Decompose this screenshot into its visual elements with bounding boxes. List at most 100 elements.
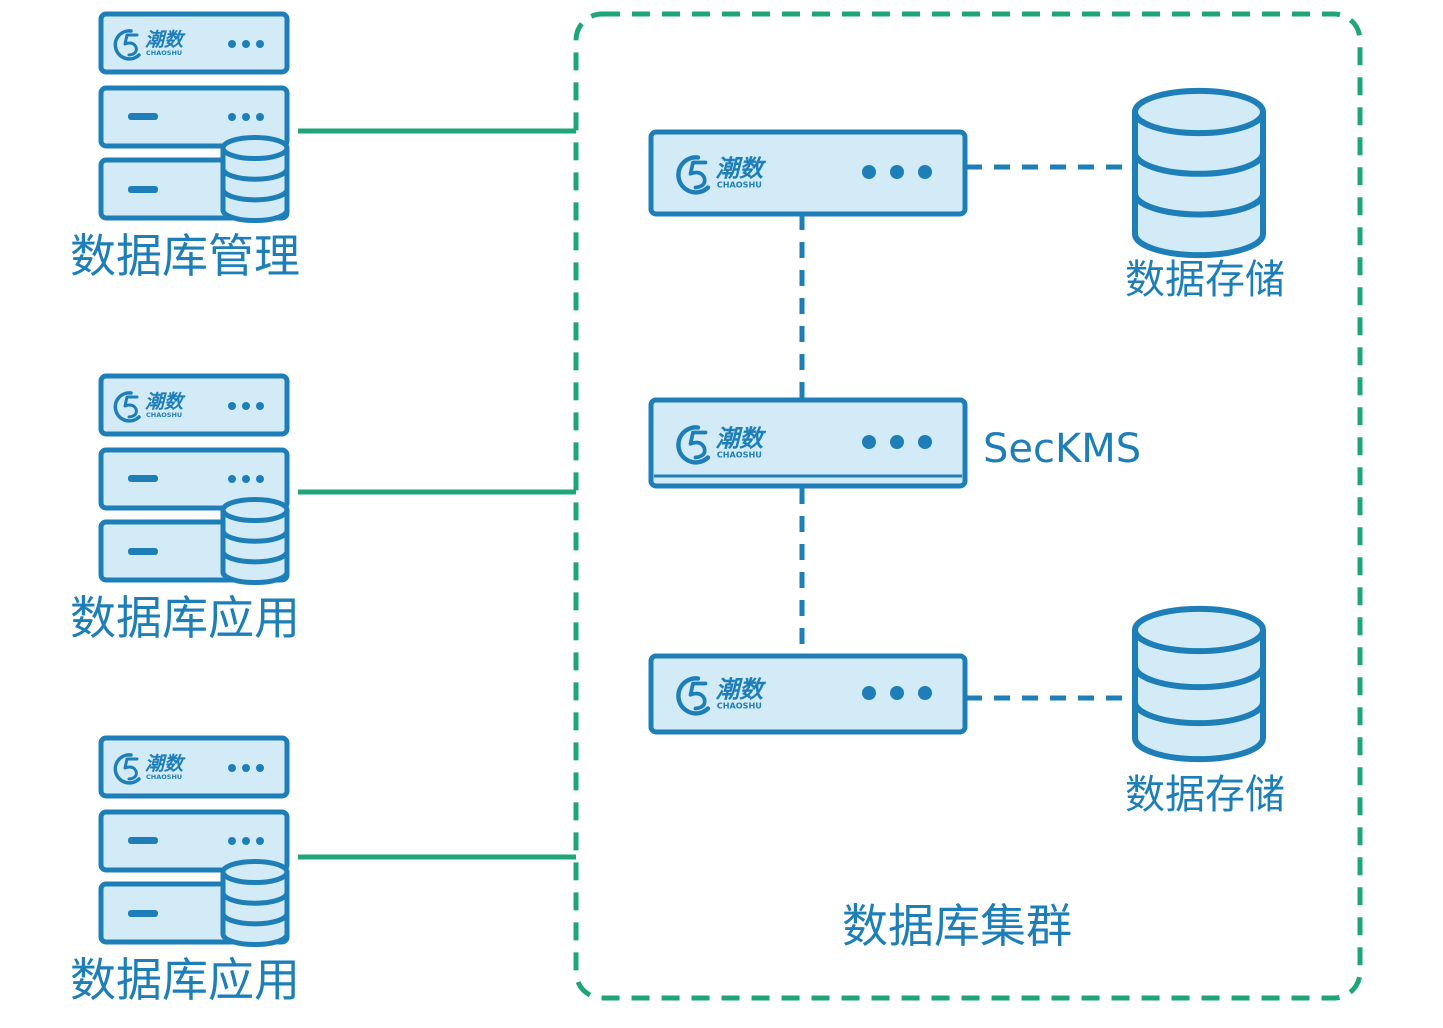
logo-five bbox=[688, 430, 708, 460]
logo-five bbox=[688, 160, 708, 190]
logo-five bbox=[123, 757, 139, 781]
logo-ring bbox=[676, 425, 711, 465]
logo-chinese-text: 潮数 bbox=[145, 753, 186, 775]
indicator-dot bbox=[918, 435, 932, 449]
client-label-2: 数据库应用 bbox=[70, 591, 300, 645]
drive-slot bbox=[128, 548, 158, 555]
cylinder-band bbox=[220, 912, 290, 927]
indicator-dot bbox=[256, 402, 264, 410]
logo-english-text: CHAOSHU bbox=[717, 701, 762, 711]
indicator-dot bbox=[242, 475, 250, 483]
indicator-dot bbox=[242, 402, 250, 410]
storage-label-2: 数据存储 bbox=[1125, 772, 1285, 818]
indicator-dot bbox=[890, 435, 904, 449]
cylinder-body bbox=[220, 510, 290, 586]
indicator-dot bbox=[242, 764, 250, 772]
indicator-dot bbox=[862, 165, 876, 179]
cylinder-top bbox=[220, 134, 290, 162]
rack-unit-top bbox=[98, 11, 290, 75]
cylinder-top bbox=[1132, 605, 1266, 655]
storage-label-1: 数据存储 bbox=[1125, 257, 1285, 303]
cylinder-band bbox=[220, 168, 290, 182]
cylinder-top bbox=[1132, 87, 1266, 137]
logo-chinese-text: 潮数 bbox=[716, 424, 767, 452]
logo-english-text: CHAOSHU bbox=[146, 411, 182, 419]
logo-ring bbox=[113, 29, 141, 61]
drive-slot bbox=[128, 186, 158, 193]
cylinder-band bbox=[1132, 665, 1266, 691]
logo-ring bbox=[113, 753, 141, 785]
logo-english-text: CHAOSHU bbox=[717, 180, 762, 190]
cluster-links bbox=[799, 164, 1133, 701]
cylinder-top bbox=[220, 496, 290, 524]
appliance-chassis bbox=[648, 653, 968, 735]
cluster-label: 数据库集群 bbox=[842, 899, 1072, 953]
indicator-dot bbox=[242, 837, 250, 845]
indicator-dot bbox=[256, 837, 264, 845]
storage-2 bbox=[1132, 605, 1266, 763]
indicator-dot bbox=[228, 402, 236, 410]
cylinder-band bbox=[1132, 152, 1266, 177]
logo-ring bbox=[113, 391, 141, 423]
indicator-dot bbox=[890, 686, 904, 700]
rack-unit-middle bbox=[98, 447, 290, 511]
drive-slot bbox=[128, 837, 158, 844]
indicator-dot bbox=[256, 764, 264, 772]
cylinder-body bbox=[220, 872, 290, 948]
indicator-dot bbox=[862, 435, 876, 449]
indicator-dot bbox=[228, 764, 236, 772]
kms-label: SecKMS bbox=[983, 426, 1141, 472]
logo-five bbox=[123, 33, 139, 57]
indicator-dot bbox=[256, 113, 264, 121]
rack-unit-middle bbox=[98, 809, 290, 873]
indicator-dot bbox=[256, 475, 264, 483]
cylinder-body bbox=[220, 148, 290, 224]
indicator-dot bbox=[228, 40, 236, 48]
client-label-3: 数据库应用 bbox=[70, 953, 300, 1007]
logo-english-text: CHAOSHU bbox=[146, 773, 182, 781]
client-links bbox=[298, 128, 576, 860]
indicator-dot bbox=[228, 475, 236, 483]
cylinder-band bbox=[220, 530, 290, 544]
indicator-dot bbox=[242, 113, 250, 121]
indicator-dot bbox=[256, 40, 264, 48]
cylinder-band bbox=[220, 188, 290, 203]
cylinder-band bbox=[1132, 701, 1266, 727]
appliance-chassis bbox=[648, 129, 968, 217]
logo-chinese-text: 潮数 bbox=[716, 154, 767, 182]
cylinder-band bbox=[220, 550, 290, 565]
logo-ring bbox=[676, 155, 711, 195]
logo-chinese-text: 潮数 bbox=[716, 675, 767, 703]
drive-slot bbox=[128, 113, 158, 120]
cylinder-top bbox=[220, 858, 290, 886]
logo-five bbox=[123, 395, 139, 419]
indicator-dot bbox=[890, 165, 904, 179]
logo-chinese-text: 潮数 bbox=[145, 29, 186, 51]
indicator-dot bbox=[862, 686, 876, 700]
indicator-dot bbox=[228, 837, 236, 845]
rack-unit-top bbox=[98, 735, 290, 799]
rack-unit-top bbox=[98, 373, 290, 437]
cylinder-body bbox=[1132, 630, 1266, 763]
cylinder-band bbox=[1132, 192, 1266, 218]
logo-five bbox=[688, 681, 708, 711]
client-label-1: 数据库管理 bbox=[70, 229, 300, 283]
rack-unit-middle bbox=[98, 85, 290, 149]
logo-english-text: CHAOSHU bbox=[146, 49, 182, 57]
logo-ring bbox=[676, 676, 711, 716]
indicator-dot bbox=[918, 686, 932, 700]
drive-slot bbox=[128, 910, 158, 917]
